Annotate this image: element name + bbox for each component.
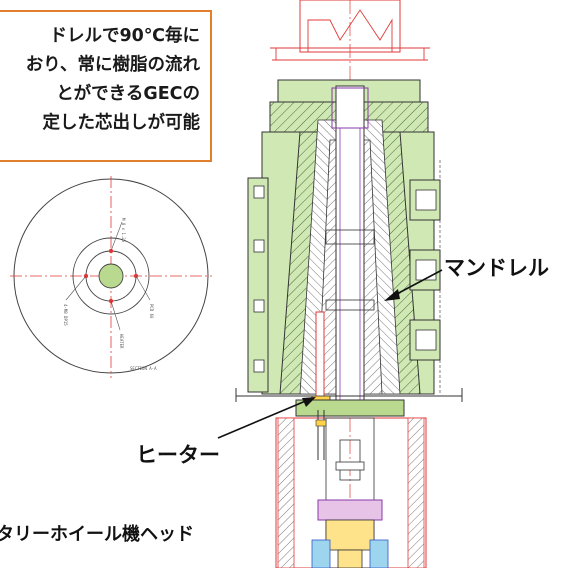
svg-text:SECTION A-A: SECTION A-A xyxy=(130,366,157,371)
svg-text:4-M8 DP15: 4-M8 DP15 xyxy=(63,304,68,326)
callout-line: おり、常に樹脂の流れ xyxy=(25,55,200,75)
mandrel-leader xyxy=(384,269,443,301)
svg-text:HEATER: HEATER xyxy=(119,334,124,349)
description-callout: ドレルで90℃毎に おり、常に樹脂の流れ とができるGECの 定した芯出しが可能 xyxy=(0,10,212,162)
callout-line: 定した芯出しが可能 xyxy=(42,113,201,133)
callout-line: とができるGECの xyxy=(56,84,200,104)
mandrel-label: マンドレル xyxy=(444,256,549,280)
callout-line: ドレルで90℃毎に xyxy=(49,26,200,46)
center-core xyxy=(98,263,124,289)
head-section-drawing xyxy=(235,0,463,568)
heater-label: ヒーター xyxy=(136,443,220,467)
arrow-head-icon xyxy=(384,289,400,301)
arrow-head-icon xyxy=(302,397,316,407)
svg-text:M 8 x 1.25: M 8 x 1.25 xyxy=(121,218,126,243)
heater-leader xyxy=(217,397,316,439)
circular-section-view: M 8 x 1.25 4-M8 DP15 PCD 60 HEATER SECTI… xyxy=(10,176,212,378)
svg-text:PCD 60: PCD 60 xyxy=(149,304,154,319)
figure-caption: タリーホイール機ヘッド xyxy=(0,524,194,545)
